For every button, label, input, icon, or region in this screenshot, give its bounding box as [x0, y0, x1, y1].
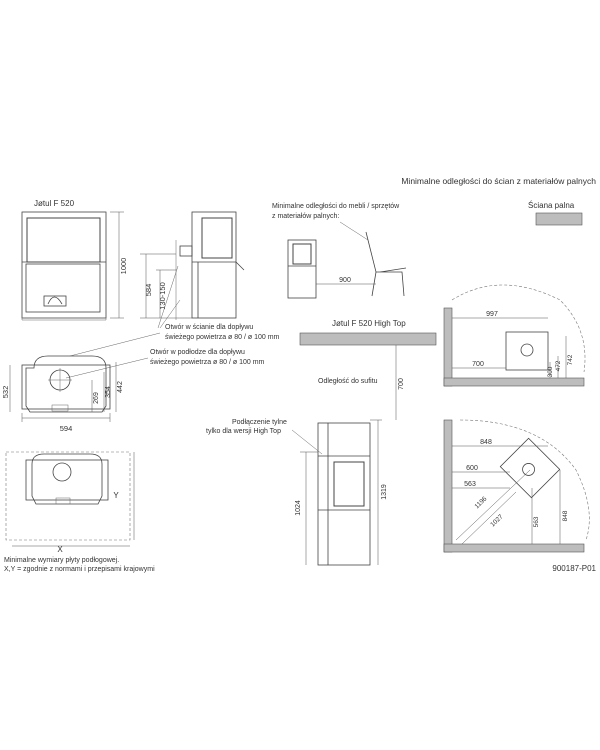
dim-300: 300 [547, 366, 554, 377]
dim-1196: 1196 [473, 495, 488, 510]
plan-view: 594 532 269 354 442 [1, 355, 124, 433]
furniture-note-line1: Minimalne odległości do mebli / sprzętów [272, 203, 400, 210]
floor-plate-note: Minimalne wymiary płyty podłogowej. X,Y … [4, 557, 155, 573]
dim-472: 472 [555, 360, 562, 371]
floor-plate-note-line1: Minimalne wymiary płyty podłogowej. [4, 557, 119, 564]
dim-442: 442 [117, 381, 124, 393]
plate-x-label: X [57, 545, 63, 554]
floor-plate-note-line2: X,Y = zgodnie z normami i przepisami kra… [4, 566, 155, 573]
rear-connection-note: Podłączenie tylne tylko dla wersji High … [206, 419, 287, 435]
rear-note-line2: tylko dla wersji High Top [206, 428, 281, 435]
wall-inlet-note-line2: świeżego powietrza ø 80 / ø 100 mm [165, 334, 280, 341]
dim-848-top: 848 [480, 439, 492, 446]
dim-269: 269 [93, 392, 100, 404]
dim-848-side: 848 [562, 510, 569, 521]
dim-ceiling: 700 [398, 378, 405, 390]
plate-y-label: Y [113, 491, 119, 500]
straight-wall-plan: 997 700 300 472 742 [443, 284, 586, 387]
wall-inlet-note-line1: Otwór w ścianie dla dopływu [165, 324, 253, 331]
dim-354: 354 [105, 386, 112, 398]
furniture-clearance: Minimalne odległości do mebli / sprzętów… [272, 203, 407, 299]
dim-563-top: 563 [464, 481, 476, 488]
floor-plate-view: X Y [5, 451, 135, 554]
combustible-wall-legend: Ściana palna [528, 201, 583, 226]
dim-600: 600 [466, 465, 478, 472]
dim-depth: 532 [1, 386, 10, 399]
furniture-note-line2: z materiałów palnych: [272, 213, 339, 220]
high-top-view: Jøtul F 520 High Top Odległość do sufitu… [295, 319, 437, 566]
page-title: Minimalne odległości do ścian z materiał… [401, 176, 596, 186]
dim-563-side: 563 [533, 516, 540, 527]
corner-wall-plan: 848 600 563 1196 1027 563 848 [443, 419, 590, 553]
dim-air-range: 130-150 [158, 282, 167, 310]
floor-inlet-note: Otwór w podłodze dla dopływu świeżego po… [150, 349, 265, 366]
dim-900: 900 [339, 277, 351, 284]
side-view: 584 130-150 [140, 211, 245, 329]
wall-inlet-note: Otwór w ścianie dla dopływu świeżego pow… [165, 324, 280, 341]
dim-height: 1000 [119, 258, 128, 275]
ceiling-label: Odległość do sufitu [318, 378, 378, 385]
legend-label: Ściana palna [528, 201, 575, 210]
rear-note-line1: Podłączenie tylne [232, 419, 287, 426]
drawing-code: 900187-P01 [552, 564, 596, 573]
front-view: Jøtul F 520 1000 [21, 199, 128, 321]
dim-1024: 1024 [295, 500, 302, 516]
floor-inlet-note-line2: świeżego powietrza ø 80 / ø 100 mm [150, 359, 265, 366]
dim-700: 700 [472, 361, 484, 368]
dim-742: 742 [567, 354, 574, 365]
dim-air-inlet: 584 [144, 284, 153, 297]
model-label: Jøtul F 520 [34, 199, 75, 208]
high-top-label: Jøtul F 520 High Top [332, 319, 406, 328]
dim-width: 594 [60, 424, 73, 433]
dim-1319: 1319 [381, 484, 388, 500]
dim-997: 997 [486, 311, 498, 318]
floor-inlet-note-line1: Otwór w podłodze dla dopływu [150, 349, 245, 356]
